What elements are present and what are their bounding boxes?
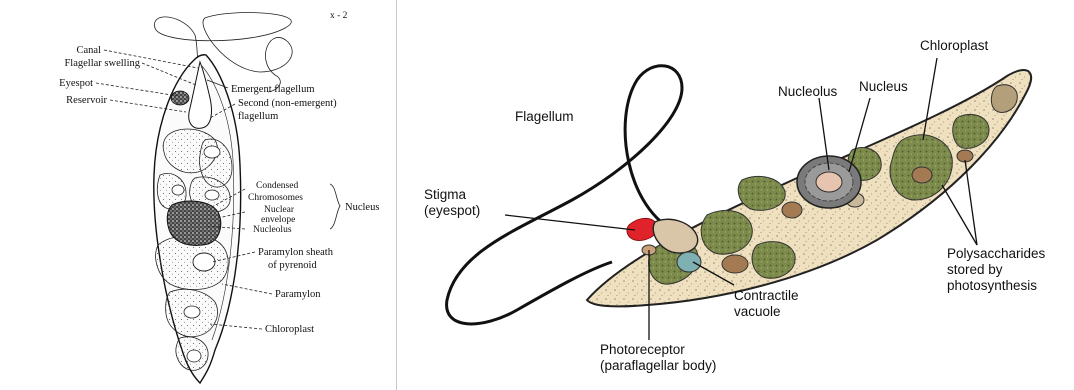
label-chloroplast: Chloroplast bbox=[920, 38, 989, 53]
label-reservoir: Reservoir bbox=[66, 95, 107, 106]
label-nucleolus: Nucleolus bbox=[778, 84, 838, 99]
nucleus-shape bbox=[167, 201, 221, 246]
label-paramylon: Paramylon bbox=[275, 289, 321, 300]
right-euglena-drawing: Flagellum Nucleolus Nucleus Chloroplast … bbox=[397, 0, 1074, 390]
nucleolus-shape bbox=[816, 172, 842, 192]
label-flagellum: Flagellum bbox=[515, 109, 574, 124]
label-photoreceptor: Photoreceptor bbox=[600, 342, 685, 357]
label-canal: Canal bbox=[77, 45, 102, 56]
label-chloroplast: Chloroplast bbox=[265, 324, 314, 335]
label-nucleus: Nucleus bbox=[859, 79, 908, 94]
label-polysaccharides: Polysaccharides bbox=[947, 246, 1046, 261]
label-condensed: Condensed bbox=[256, 181, 298, 191]
label-nucleus: Nucleus bbox=[345, 202, 379, 213]
label-second-flagellum: Second (non-emergent) bbox=[238, 98, 337, 109]
nucleus-brace bbox=[330, 184, 340, 229]
chloroplast-shape bbox=[738, 176, 785, 210]
label-emergent-flagellum: Emergent flagellum bbox=[231, 84, 315, 95]
label-nuclear: Nuclear bbox=[264, 205, 295, 215]
label-stored-by: stored by bbox=[947, 262, 1003, 277]
corner-mark: x - 2 bbox=[330, 11, 348, 21]
paramylon-grain bbox=[722, 255, 748, 273]
right-diagram-panel: Flagellum Nucleolus Nucleus Chloroplast … bbox=[396, 0, 1074, 390]
label-contractile: Contractile bbox=[734, 288, 799, 303]
label-photosynthesis: photosynthesis bbox=[947, 278, 1037, 293]
left-euglena-drawing: x - 2 bbox=[0, 0, 393, 390]
label-second-flagellum-2: flagellum bbox=[238, 111, 278, 122]
label-stigma: Stigma bbox=[424, 187, 467, 202]
left-diagram-panel: x - 2 bbox=[0, 0, 393, 390]
label-chromosomes: Chromosomes bbox=[248, 193, 303, 203]
label-eyespot: (eyespot) bbox=[424, 203, 480, 218]
paramylon-grain bbox=[912, 167, 932, 183]
label-vacuole: vacuole bbox=[734, 304, 781, 319]
label-flagellar-swelling: Flagellar swelling bbox=[64, 58, 140, 69]
pyrenoid-shape bbox=[193, 253, 215, 271]
label-paramylon-sheath: Paramylon sheath bbox=[258, 247, 334, 258]
label-paraflagellar-body: (paraflagellar body) bbox=[600, 358, 716, 373]
label-of-pyrenoid: of pyrenoid bbox=[268, 260, 317, 271]
eyespot-shape bbox=[171, 91, 189, 105]
paramylon-grain bbox=[782, 202, 802, 218]
label-eyespot: Eyespot bbox=[59, 78, 93, 89]
contractile-vacuole-shape bbox=[677, 252, 701, 272]
label-envelope: envelope bbox=[261, 215, 295, 225]
label-nucleolus: Nucleolus bbox=[253, 225, 292, 235]
